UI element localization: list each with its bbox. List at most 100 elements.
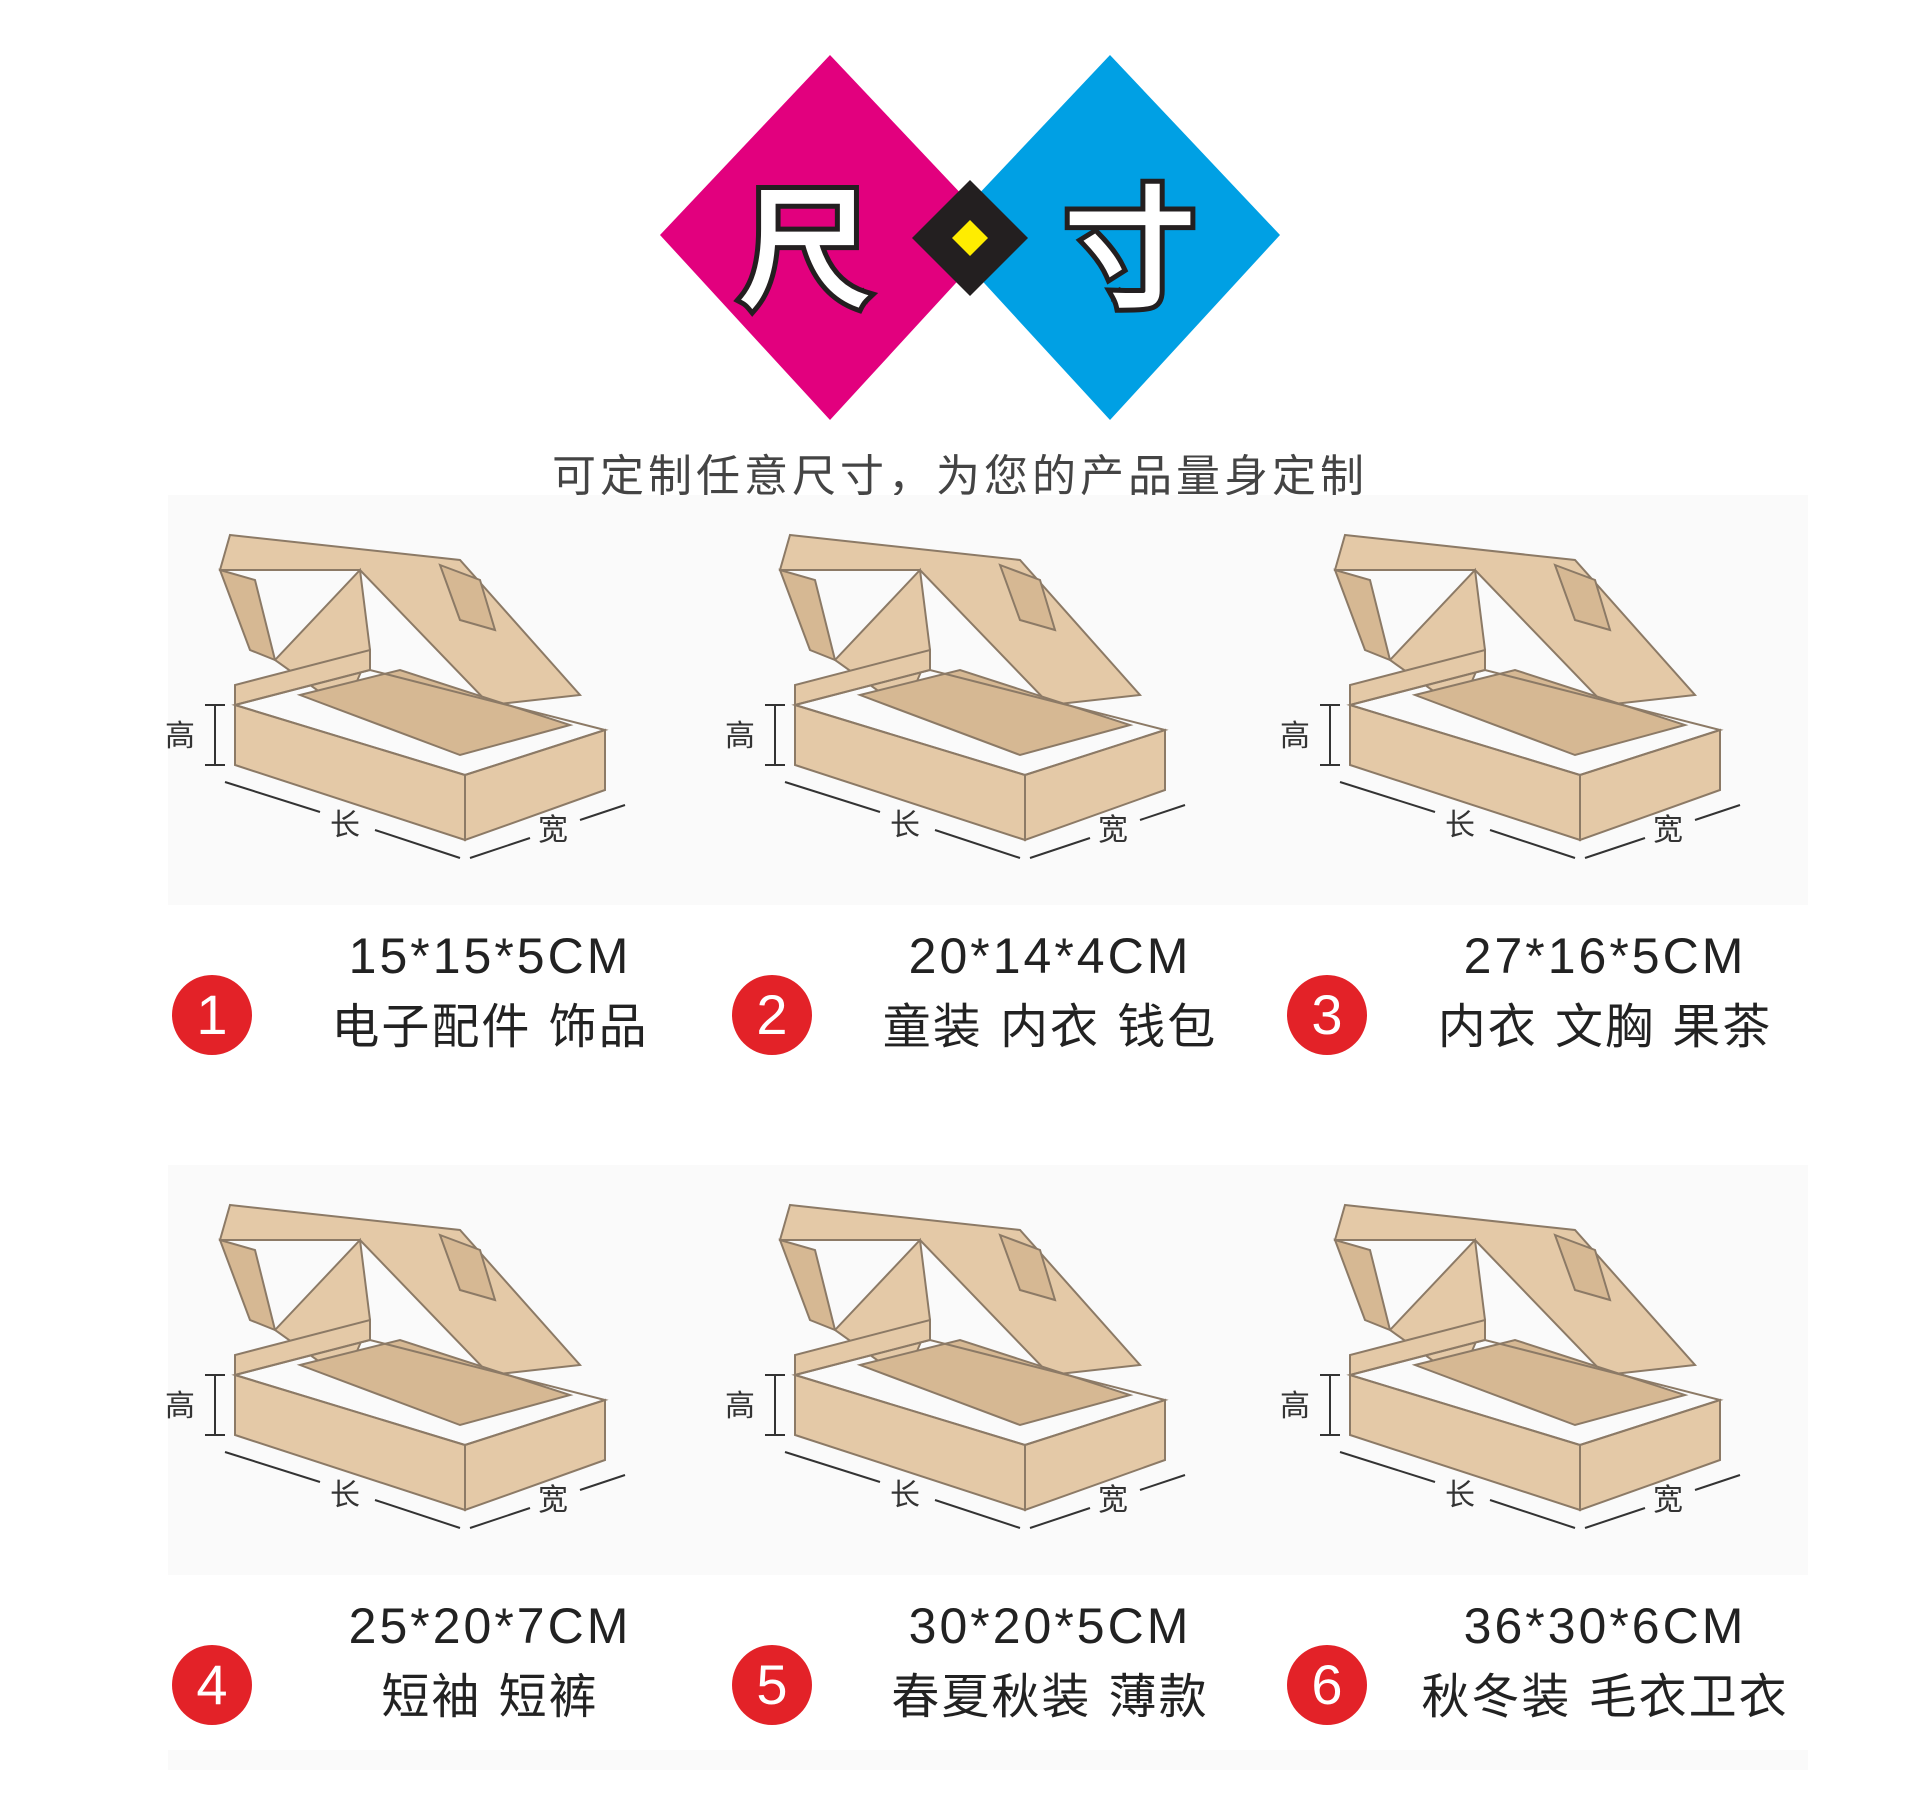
box-lid-flap-left <box>1333 568 1392 662</box>
box-lid-flap-left <box>218 1238 277 1332</box>
size-card: 高 长 宽 3 27*16*5CM 内衣 文胸 果茶 <box>1275 520 1835 1080</box>
box-uses: 春夏秋装 薄款 <box>891 1669 1209 1725</box>
logo-char-right: 寸 <box>1065 174 1195 326</box>
length-dim-line-b <box>934 829 1021 859</box>
box-uses: 短袖 短裤 <box>381 1669 599 1725</box>
width-label: 宽 <box>538 1483 568 1518</box>
box-lid-flap-right <box>438 1233 497 1302</box>
height-label: 高 <box>1280 1389 1310 1424</box>
box-illustration: 高 长 宽 <box>1280 1203 1741 1529</box>
length-label: 长 <box>890 808 920 843</box>
box-illustration: 高 长 宽 <box>725 533 1186 859</box>
width-dim-line-b <box>1139 1474 1186 1491</box>
width-dim-line-a <box>469 1507 531 1529</box>
box-lid-flap-right <box>998 563 1057 632</box>
number-badge: 5 <box>732 1645 812 1725</box>
width-dim-line-b <box>579 1474 626 1491</box>
box-dimensions: 27*16*5CM <box>1463 928 1747 984</box>
size-card: 高 长 宽 6 36*30*6CM 秋冬装 毛衣卫衣 <box>1275 1190 1835 1750</box>
logo-char-left: 尺 <box>740 174 870 326</box>
box-inner-floor <box>856 668 1134 757</box>
length-dim-line-b <box>374 829 461 859</box>
box-lid-flap-left <box>778 1238 837 1332</box>
box-uses: 电子配件 饰品 <box>331 999 649 1055</box>
caption-band: 3 27*16*5CM 内衣 文胸 果茶 <box>1275 905 1835 1080</box>
center-yellow-diamond <box>952 220 988 256</box>
length-label: 长 <box>1445 808 1475 843</box>
caption-band: 4 25*20*7CM 短袖 短裤 <box>160 1575 720 1750</box>
caption-band: 1 15*15*5CM 电子配件 饰品 <box>160 905 720 1080</box>
box-uses: 秋冬装 毛衣卫衣 <box>1421 1669 1789 1725</box>
box-lid-flap-left <box>778 568 837 662</box>
header: 尺 寸 可定制任意尺寸，为您的产品量身定制 <box>0 0 1920 520</box>
size-card: 高 长 宽 2 20*14*4CM 童装 内衣 钱包 <box>720 520 1280 1080</box>
box-dimensions: 25*20*7CM <box>348 1598 632 1654</box>
width-label: 宽 <box>538 813 568 848</box>
height-label: 高 <box>1280 719 1310 754</box>
box-dimensions: 36*30*6CM <box>1463 1598 1747 1654</box>
caption-band: 2 20*14*4CM 童装 内衣 钱包 <box>720 905 1280 1080</box>
box-lid-flap-left <box>218 568 277 662</box>
box-lid-flap-left <box>1333 1238 1392 1332</box>
width-label: 宽 <box>1098 1483 1128 1518</box>
height-label: 高 <box>165 1389 195 1424</box>
height-label: 高 <box>725 719 755 754</box>
box-top-rim <box>231 1338 609 1447</box>
width-dim-line-b <box>1139 804 1186 821</box>
box-uses: 内衣 文胸 果茶 <box>1437 999 1773 1055</box>
number-badge: 6 <box>1287 1645 1367 1725</box>
length-dim-line-b <box>1489 829 1576 859</box>
box-inner-floor <box>296 668 574 757</box>
size-card: 高 长 宽 1 15*15*5CM 电子配件 饰品 <box>160 520 720 1080</box>
number-badge: 4 <box>172 1645 252 1725</box>
caption-band: 5 30*20*5CM 春夏秋装 薄款 <box>720 1575 1280 1750</box>
length-dim-line-a <box>224 1451 321 1483</box>
width-dim-line-b <box>1694 804 1741 821</box>
box-dimensions: 30*20*5CM <box>908 1598 1192 1654</box>
length-dim-line-a <box>784 1451 881 1483</box>
box-illustration: 高 长 宽 <box>725 1203 1186 1529</box>
size-card: 高 长 宽 4 25*20*7CM 短袖 短裤 <box>160 1190 720 1750</box>
length-label: 长 <box>1445 1478 1475 1513</box>
box-inner-floor <box>1411 668 1689 757</box>
length-label: 长 <box>330 808 360 843</box>
magenta-diamond <box>660 55 1000 420</box>
length-dim-line-b <box>374 1499 461 1529</box>
width-dim-line-a <box>1584 837 1646 859</box>
height-label: 高 <box>725 1389 755 1424</box>
width-label: 宽 <box>1653 1483 1683 1518</box>
height-label: 高 <box>165 719 195 754</box>
width-dim-line-b <box>1694 1474 1741 1491</box>
box-inner-floor <box>296 1338 574 1427</box>
box-inner-floor <box>856 1338 1134 1427</box>
width-dim-line-a <box>1029 1507 1091 1529</box>
box-top-rim <box>231 668 609 777</box>
box-top-rim <box>791 668 1169 777</box>
width-dim-line-a <box>1029 837 1091 859</box>
box-top-rim <box>791 1338 1169 1447</box>
number-badge: 2 <box>732 975 812 1055</box>
caption-band: 6 36*30*6CM 秋冬装 毛衣卫衣 <box>1275 1575 1835 1750</box>
width-dim-line-a <box>1584 1507 1646 1529</box>
box-inner-floor <box>1411 1338 1689 1427</box>
number-badge: 3 <box>1287 975 1367 1055</box>
length-dim-line-a <box>1339 1451 1436 1483</box>
box-lid-flap-right <box>1553 563 1612 632</box>
box-top-rim <box>1346 668 1724 777</box>
box-dimensions: 15*15*5CM <box>348 928 632 984</box>
size-card: 高 长 宽 5 30*20*5CM 春夏秋装 薄款 <box>720 1190 1280 1750</box>
box-top-rim <box>1346 1338 1724 1447</box>
size-logo: 尺 寸 <box>660 55 1280 420</box>
width-dim-line-a <box>469 837 531 859</box>
width-label: 宽 <box>1653 813 1683 848</box>
cyan-diamond <box>940 55 1280 420</box>
length-dim-line-a <box>784 781 881 813</box>
box-illustration: 高 长 宽 <box>165 533 626 859</box>
box-illustration: 高 长 宽 <box>165 1203 626 1529</box>
width-label: 宽 <box>1098 813 1128 848</box>
number-badge: 1 <box>172 975 252 1055</box>
box-lid-flap-right <box>998 1233 1057 1302</box>
box-uses: 童装 内衣 钱包 <box>882 999 1218 1055</box>
length-dim-line-b <box>1489 1499 1576 1529</box>
length-dim-line-a <box>224 781 321 813</box>
